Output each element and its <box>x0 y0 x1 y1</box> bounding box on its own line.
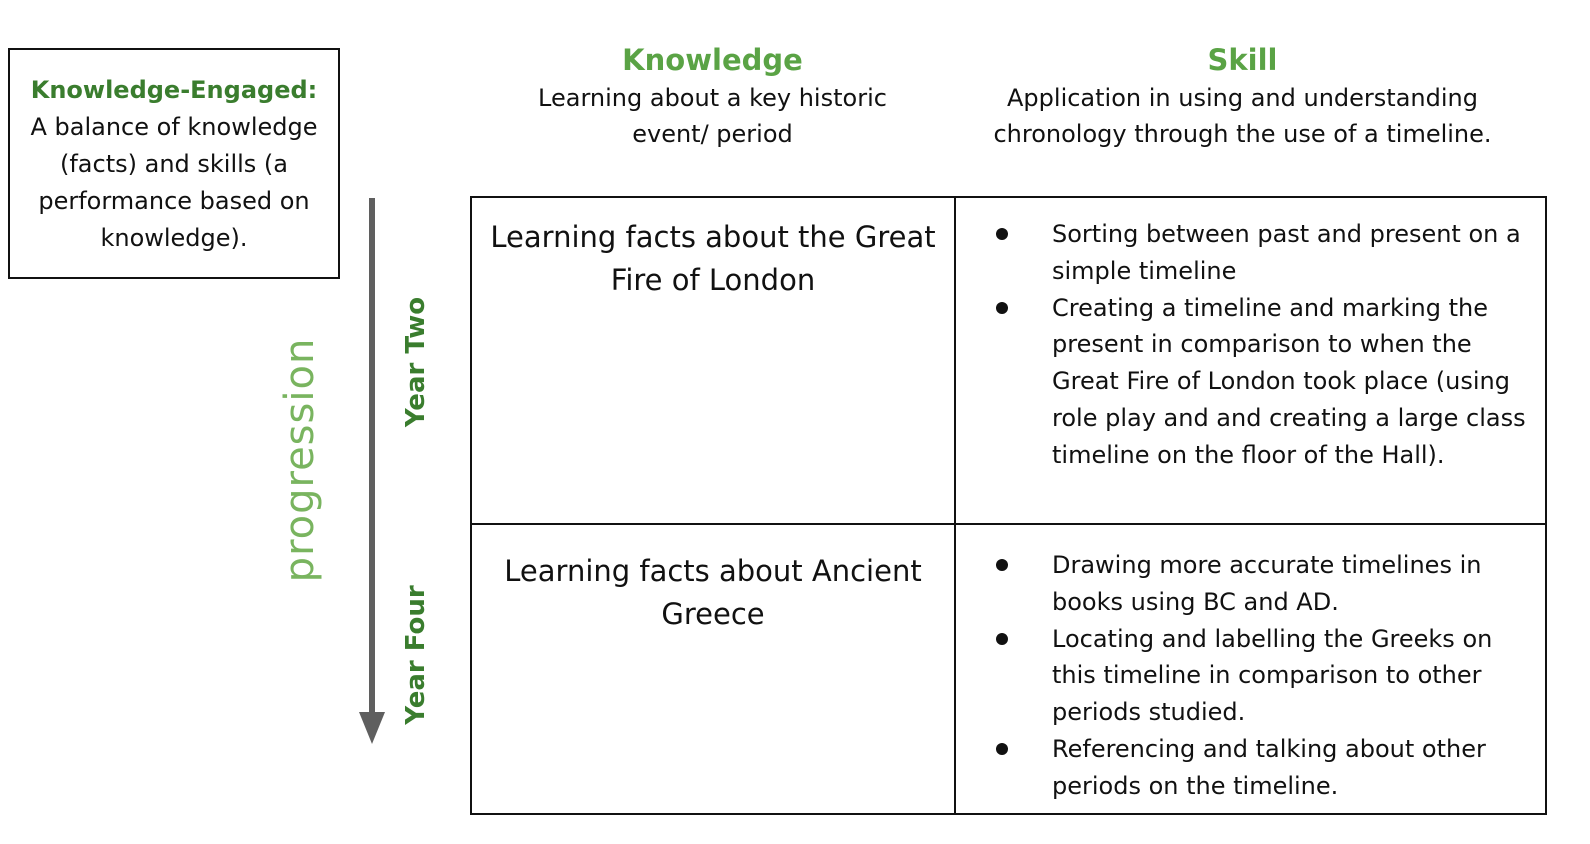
skill-bullet-item: Referencing and talking about other peri… <box>986 731 1531 805</box>
year-four-knowledge-cell: Learning facts about Ancient Greece <box>472 525 956 813</box>
definition-box: Knowledge-Engaged: A balance of knowledg… <box>8 48 340 279</box>
skill-bullet-item: Creating a timeline and marking the pres… <box>986 290 1531 474</box>
skill-column-header: Skill Application in using and understan… <box>965 40 1520 152</box>
skill-bullet-item: Drawing more accurate timelines in books… <box>986 547 1531 621</box>
year-two-knowledge-cell: Learning facts about the Great Fire of L… <box>472 198 956 525</box>
year-two-skill-cell: Sorting between past and present on a si… <box>956 198 1545 525</box>
arrow-down-icon <box>359 712 385 744</box>
skill-bullet-item: Locating and labelling the Greeks on thi… <box>986 621 1531 731</box>
year-four-label: Year Four <box>401 585 431 725</box>
year-four-skill-cell: Drawing more accurate timelines in books… <box>956 525 1545 813</box>
progression-arrow-shaft <box>369 198 375 718</box>
knowledge-title: Knowledge <box>622 43 803 77</box>
definition-term: Knowledge-Engaged: <box>30 76 318 104</box>
skill-bullet-item: Sorting between past and present on a si… <box>986 216 1531 290</box>
skill-title: Skill <box>1207 43 1278 77</box>
year-two-label: Year Two <box>401 296 431 428</box>
knowledge-subtitle: Learning about a key historic event/ per… <box>538 84 887 148</box>
knowledge-column-header: Knowledge Learning about a key historic … <box>500 40 925 152</box>
progression-table: Learning facts about the Great Fire of L… <box>470 196 1547 815</box>
skill-subtitle: Application in using and understanding c… <box>993 84 1492 148</box>
progression-label: progression <box>277 337 323 583</box>
definition-description: A balance of knowledge (facts) and skill… <box>30 113 318 252</box>
